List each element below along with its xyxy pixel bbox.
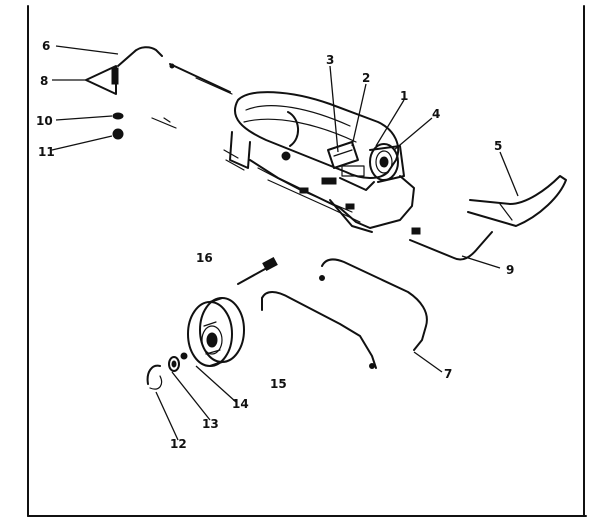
callout-3: 3: [326, 53, 334, 67]
diagram-frame: [27, 5, 587, 517]
burner-nozzle: [369, 143, 405, 183]
washer-10: [112, 112, 177, 129]
callout-16: 16: [196, 251, 213, 265]
callout-5: 5: [494, 139, 502, 153]
bracket-9: [409, 227, 493, 261]
frame-7: [261, 258, 428, 369]
callout-6: 6: [42, 39, 50, 53]
callout-12: 12: [170, 437, 187, 451]
callout-9: 9: [506, 263, 514, 277]
washer-13: [168, 352, 188, 372]
callout-13: 13: [202, 417, 219, 431]
callout-4: 4: [432, 107, 440, 121]
callout-7: 7: [444, 367, 452, 381]
callout-11: 11: [38, 145, 55, 159]
callout-2: 2: [362, 71, 370, 85]
cap-12: [146, 364, 163, 390]
bolt-16: [237, 256, 278, 285]
nut-11: [112, 128, 124, 140]
handle-6: [117, 46, 233, 95]
callout-14: 14: [232, 397, 249, 411]
handle-5: [467, 175, 567, 227]
heater-body: [223, 91, 415, 233]
clip-8: [85, 65, 119, 95]
callout-10: 10: [36, 114, 53, 128]
callout-1: 1: [400, 89, 408, 103]
callout-15: 15: [270, 377, 287, 391]
callout-8: 8: [40, 74, 48, 88]
callout-labels: 6 8 10 11 3 2 1 4 5 9 7 16 15 14 13 12: [36, 39, 514, 451]
wheel-14: [187, 297, 245, 367]
leader-lines: [51, 45, 519, 441]
control-switch: [327, 141, 375, 191]
